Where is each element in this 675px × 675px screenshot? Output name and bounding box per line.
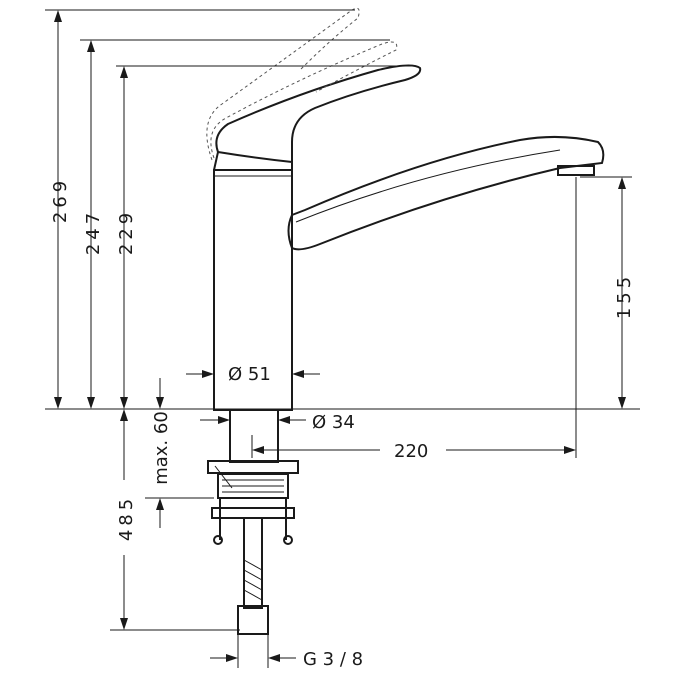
dim-229-label: 229 [116, 209, 137, 255]
faucet-outline [206, 7, 605, 635]
dim-max-60-label: max. 60 [151, 411, 172, 485]
dim-485-label: 485 [116, 495, 137, 541]
lever-open-position-2 [206, 7, 360, 161]
dim-diameter-34-label: Ø 34 [312, 412, 355, 433]
aerator [557, 165, 595, 176]
lever-base [213, 150, 293, 171]
dim-269-label: 269 [50, 177, 71, 223]
spout [287, 135, 605, 251]
dim-g-3-8-label: G 3 / 8 [303, 649, 363, 670]
dimension-lines [45, 9, 640, 668]
hose-fitting [237, 605, 269, 635]
dim-155-label: 155 [614, 273, 635, 319]
shank [229, 409, 279, 463]
dim-247-label: 247 [83, 209, 104, 255]
dimension-labels: 269 247 229 155 Ø 51 Ø 34 220 max. 60 48… [50, 177, 635, 670]
lever-open-position-1 [210, 41, 398, 159]
mounting-nut [217, 473, 289, 499]
dim-diameter-51-label: Ø 51 [228, 364, 271, 385]
lever-handle [215, 64, 422, 162]
supply-hose [243, 517, 263, 609]
dim-220-label: 220 [394, 441, 428, 462]
